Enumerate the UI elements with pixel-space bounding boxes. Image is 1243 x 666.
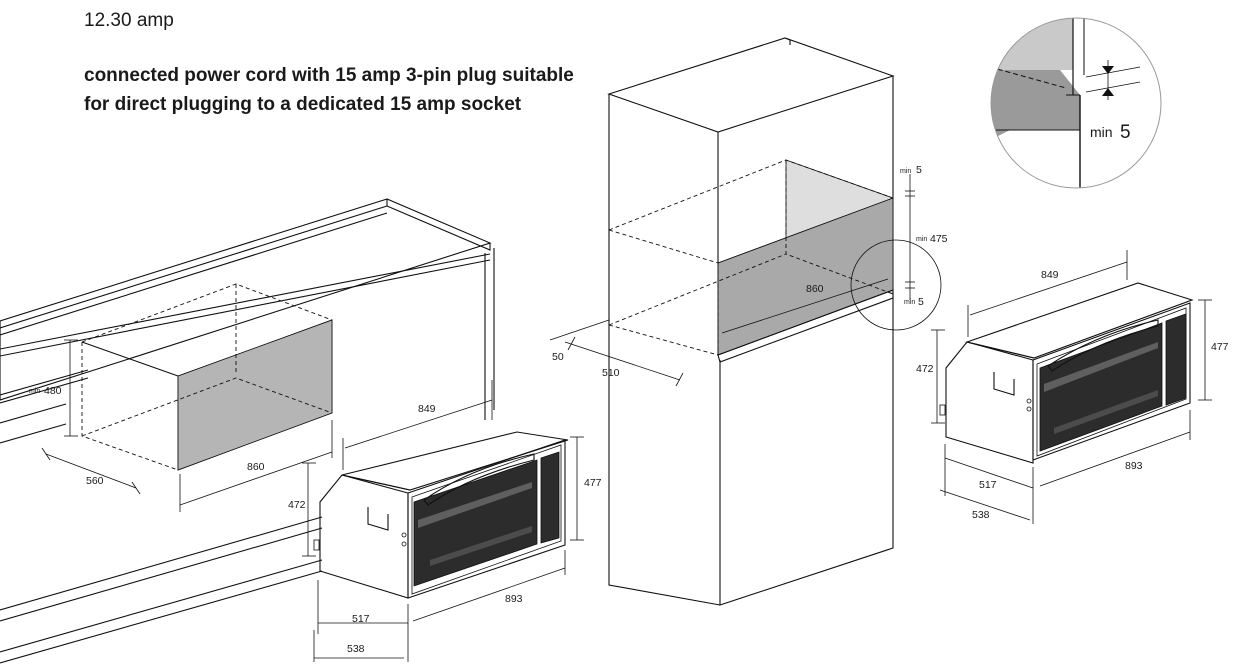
clearance-detail: min 5 (990, 17, 1162, 189)
dim-gap-top-prefix: min (900, 168, 911, 175)
dim-right-top-width: 849 (1041, 269, 1059, 281)
dim-right-bottom-width: 893 (1125, 460, 1143, 472)
oven-front-view: 849 477 472 893 517 538 (288, 380, 602, 662)
dim-oven-depth: 517 (352, 613, 370, 625)
dim-oven-bottom-width: 893 (505, 593, 523, 605)
countertop-top (0, 198, 492, 401)
spec-power-cord: connected power cord with 15 amp 3-pin p… (84, 65, 574, 115)
dim-right-side-height: 472 (916, 363, 934, 375)
dim-gap-top: 5 (916, 164, 922, 176)
dim-gap-bottom-prefix: min (904, 299, 915, 306)
under-counter-installation: min 480 560 860 (0, 198, 495, 664)
dim-oven-side-height: 472 (288, 499, 306, 511)
spec-amperage: 12.30 amp (84, 10, 174, 31)
dim-niche-height-prefix: min (916, 236, 927, 243)
dim-right-height: 477 (1211, 341, 1229, 353)
dim-right-depth-total: 538 (972, 509, 990, 521)
dim-gap-bottom: 5 (918, 296, 924, 308)
dim-under-width: 860 (247, 461, 265, 473)
cabinet-top (607, 37, 895, 133)
dim-oven-height: 477 (584, 477, 602, 489)
dim-under-min-label: min (29, 388, 40, 395)
oven-side-panel (319, 474, 409, 599)
detail-prefix: min (1090, 124, 1113, 140)
oven-handle (423, 453, 535, 506)
dim-under-depth: 560 (86, 475, 104, 487)
dim-oven-top-width: 849 (418, 403, 436, 415)
dim-niche-height: 475 (930, 233, 948, 245)
dim-right-depth: 517 (979, 479, 997, 491)
dim-depth-offset: 50 (552, 351, 564, 363)
tall-cabinet-installation: min 5 min 475 min 5 860 50 510 (549, 37, 948, 606)
dim-niche-width: 860 (806, 283, 824, 295)
dim-oven-depth-total: 538 (347, 643, 365, 655)
dim-under-height: 480 (44, 385, 62, 397)
oven-right-view: 849 477 472 893 517 538 (916, 250, 1229, 524)
detail-callout-circle (850, 239, 942, 331)
detail-value: 5 (1120, 122, 1131, 143)
dim-depth: 510 (602, 367, 620, 379)
